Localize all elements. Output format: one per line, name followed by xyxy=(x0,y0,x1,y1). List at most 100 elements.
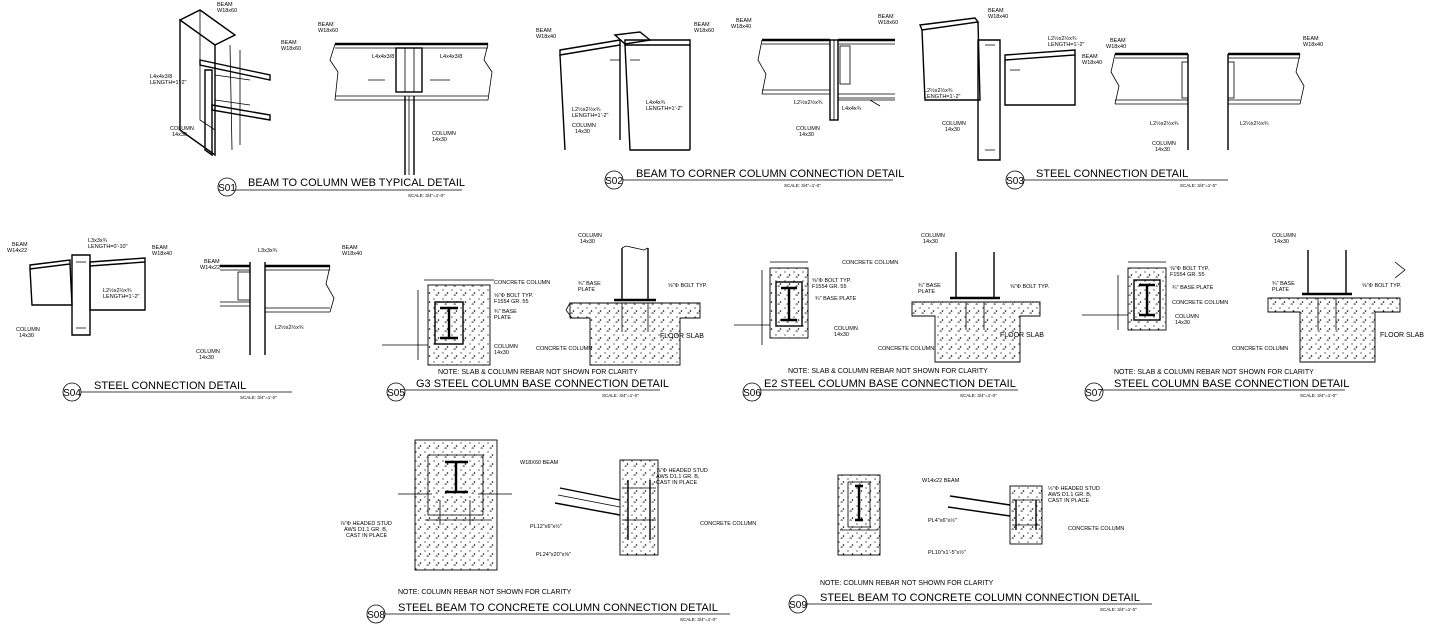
s02-label: L2½x2½x¾ xyxy=(794,99,823,106)
s07-section-view xyxy=(1267,250,1406,363)
s02-label: W18x40 xyxy=(731,24,751,30)
s02-title: BEAM TO CORNER COLUMN CONNECTION DETAIL xyxy=(636,168,904,180)
s02-label: L2½x2½x¾ xyxy=(572,106,601,113)
s06-label: ⅝"Φ BOLT TYP. xyxy=(812,278,852,284)
s05-title: G3 STEEL COLUMN BASE CONNECTION DETAIL xyxy=(416,378,669,390)
s06-scale: SCALE: 3/4"=1'-0" xyxy=(960,393,997,398)
s01-tag: S01 xyxy=(218,183,236,194)
s02-label: LENGTH=1'-2" xyxy=(572,113,609,119)
s01-label: L4x4x3/8 xyxy=(150,74,172,80)
s03-label: L2½x2½x¾ xyxy=(1240,120,1269,127)
s03-label: W18x40 xyxy=(1303,42,1323,48)
s07-tag: S07 xyxy=(1085,388,1103,399)
s02-tag: S02 xyxy=(605,176,623,187)
s07-note: NOTE: SLAB & COLUMN REBAR NOT SHOWN FOR … xyxy=(1114,369,1314,376)
s06-note: NOTE: SLAB & COLUMN REBAR NOT SHOWN FOR … xyxy=(788,368,988,375)
s03-label: 14x30 xyxy=(1155,147,1170,153)
s07-label: ⅝"Φ BOLT TYP. xyxy=(1170,266,1210,272)
s09-label: CAST IN PLACE xyxy=(1048,498,1089,504)
s03-scale: SCALE: 3/4"=1'-0" xyxy=(1180,183,1217,188)
s02-label: W18x40 xyxy=(536,34,556,40)
s08-label: PL12"x6"x½" xyxy=(530,523,562,530)
s02-plan-view xyxy=(757,38,895,121)
s03-label: W18x40 xyxy=(1082,60,1102,66)
s04-label: LENGTH=1'-2" xyxy=(103,294,140,300)
s04-label: 14x30 xyxy=(19,333,34,339)
s07-label: ⅝"Φ BOLT TYP. xyxy=(1362,283,1402,289)
s02-label: 14x30 xyxy=(799,132,814,138)
s03-label: COLUMN xyxy=(1152,141,1176,147)
s07-scale: SCALE: 3/4"=1'-0" xyxy=(1300,393,1337,398)
s04-scale: SCALE: 3/4"=1'-0" xyxy=(240,395,277,400)
s05-tag: S05 xyxy=(387,388,405,399)
s09-plan-view xyxy=(837,474,881,556)
s08-title: STEEL BEAM TO CONCRETE COLUMN CONNECTION… xyxy=(398,602,718,614)
s03-label: 14x30 xyxy=(945,127,960,133)
s01-label: COLUMN xyxy=(432,131,456,137)
s01-label: L4x4x3/8 xyxy=(372,54,394,60)
s01-tag-circle xyxy=(217,177,237,197)
s01-label: COLUMN xyxy=(170,126,194,132)
s01-label: 14x30 xyxy=(432,137,447,143)
s04-label: W14x22 xyxy=(7,248,27,254)
s02-label: BEAM xyxy=(878,14,894,20)
s06-label: F1554 GR. 55 xyxy=(812,284,847,290)
s06-title: E2 STEEL COLUMN BASE CONNECTION DETAIL xyxy=(764,378,1016,390)
s04-label: LENGTH=0'-10" xyxy=(88,244,128,250)
s02-label: BEAM xyxy=(536,28,552,34)
s03-label: BEAM xyxy=(1303,36,1319,42)
s08-label: ⅞"Φ HEADED STUD xyxy=(340,521,392,527)
s07-tag-circle xyxy=(1084,382,1104,402)
s08-scale: SCALE: 3/4"=1'-0" xyxy=(680,617,717,622)
s05-label: COLUMN xyxy=(578,233,602,239)
detail-s09: W14x22 BEAM ½"Φ HEADED STUD AWS D1.1 GR.… xyxy=(788,474,1152,614)
s07-label: 14x30 xyxy=(1175,320,1190,326)
s07-label: COLUMN xyxy=(1175,314,1199,320)
s06-label: CONCRETE COLUMN xyxy=(878,346,934,352)
s06-plan-view xyxy=(734,261,809,345)
s02-label: LENGTH=1'-2" xyxy=(646,106,683,112)
s05-label: PLATE xyxy=(494,315,511,321)
s07-label: CONCRETE COLUMN xyxy=(1232,346,1288,352)
s03-label: L2½x2½x¾ xyxy=(924,87,953,94)
s05-scale: SCALE: 3/4"=1'-0" xyxy=(602,393,639,398)
s06-label: COLUMN xyxy=(834,326,858,332)
s09-scale: SCALE: 3/4"=1'-0" xyxy=(1100,607,1137,612)
s05-label: ⅝"Φ BOLT TYP. xyxy=(494,293,534,299)
s08-label: AWS D1.1 GR. B, xyxy=(656,474,700,480)
s03-label: LENGTH=1'-2" xyxy=(1048,42,1085,48)
s03-label: BEAM xyxy=(1082,54,1098,60)
s01-label: LENGTH=1'-2" xyxy=(150,80,187,86)
s08-section-view xyxy=(554,459,659,556)
s04-title: STEEL CONNECTION DETAIL xyxy=(94,380,246,392)
s04-label: W18x40 xyxy=(342,251,362,257)
detail-s01: BEAM W18x60 BEAM W18x60 L4x4x3/8 LENGTH=… xyxy=(150,2,493,198)
s05-plan-view xyxy=(382,279,494,366)
s08-tag: S08 xyxy=(367,610,385,621)
s09-label: AWS D1.1 GR. B, xyxy=(1048,492,1092,498)
s05-label: ¾" BASE xyxy=(494,309,517,315)
s05-label: ⅝"Φ BOLT TYP. xyxy=(668,283,708,289)
s08-label: ⅞"Φ HEADED STUD xyxy=(656,468,708,474)
s04-plan-view xyxy=(220,262,335,355)
s05-label: CONCRETE COLUMN xyxy=(494,280,550,286)
s08-label: W18X60 BEAM xyxy=(520,460,559,466)
s03-plan-view xyxy=(1110,52,1305,150)
s09-title: STEEL BEAM TO CONCRETE COLUMN CONNECTION… xyxy=(820,592,1140,604)
s05-label: ¾" BASE xyxy=(578,281,601,287)
s02-label: BEAM xyxy=(736,18,752,24)
s03-label: W18x40 xyxy=(988,14,1008,20)
s04-iso-view xyxy=(29,254,146,336)
s01-title: BEAM TO COLUMN WEB TYPICAL DETAIL xyxy=(248,177,465,189)
s09-label: PL4"x6"x½" xyxy=(928,517,957,524)
s01-label: BEAM xyxy=(281,40,297,46)
s04-label: 14x30 xyxy=(199,355,214,361)
s06-tag-circle xyxy=(742,382,762,402)
s07-title: STEEL COLUMN BASE CONNECTION DETAIL xyxy=(1114,378,1349,390)
s04-label: BEAM xyxy=(204,259,220,265)
s07-label: ¾" BASE PLATE xyxy=(1172,285,1214,291)
s06-label: FLOOR SLAB xyxy=(1000,332,1044,339)
s02-label: W18x60 xyxy=(694,28,714,34)
s07-label: COLUMN xyxy=(1272,233,1296,239)
s05-label: CONCRETE COLUMN xyxy=(536,346,592,352)
